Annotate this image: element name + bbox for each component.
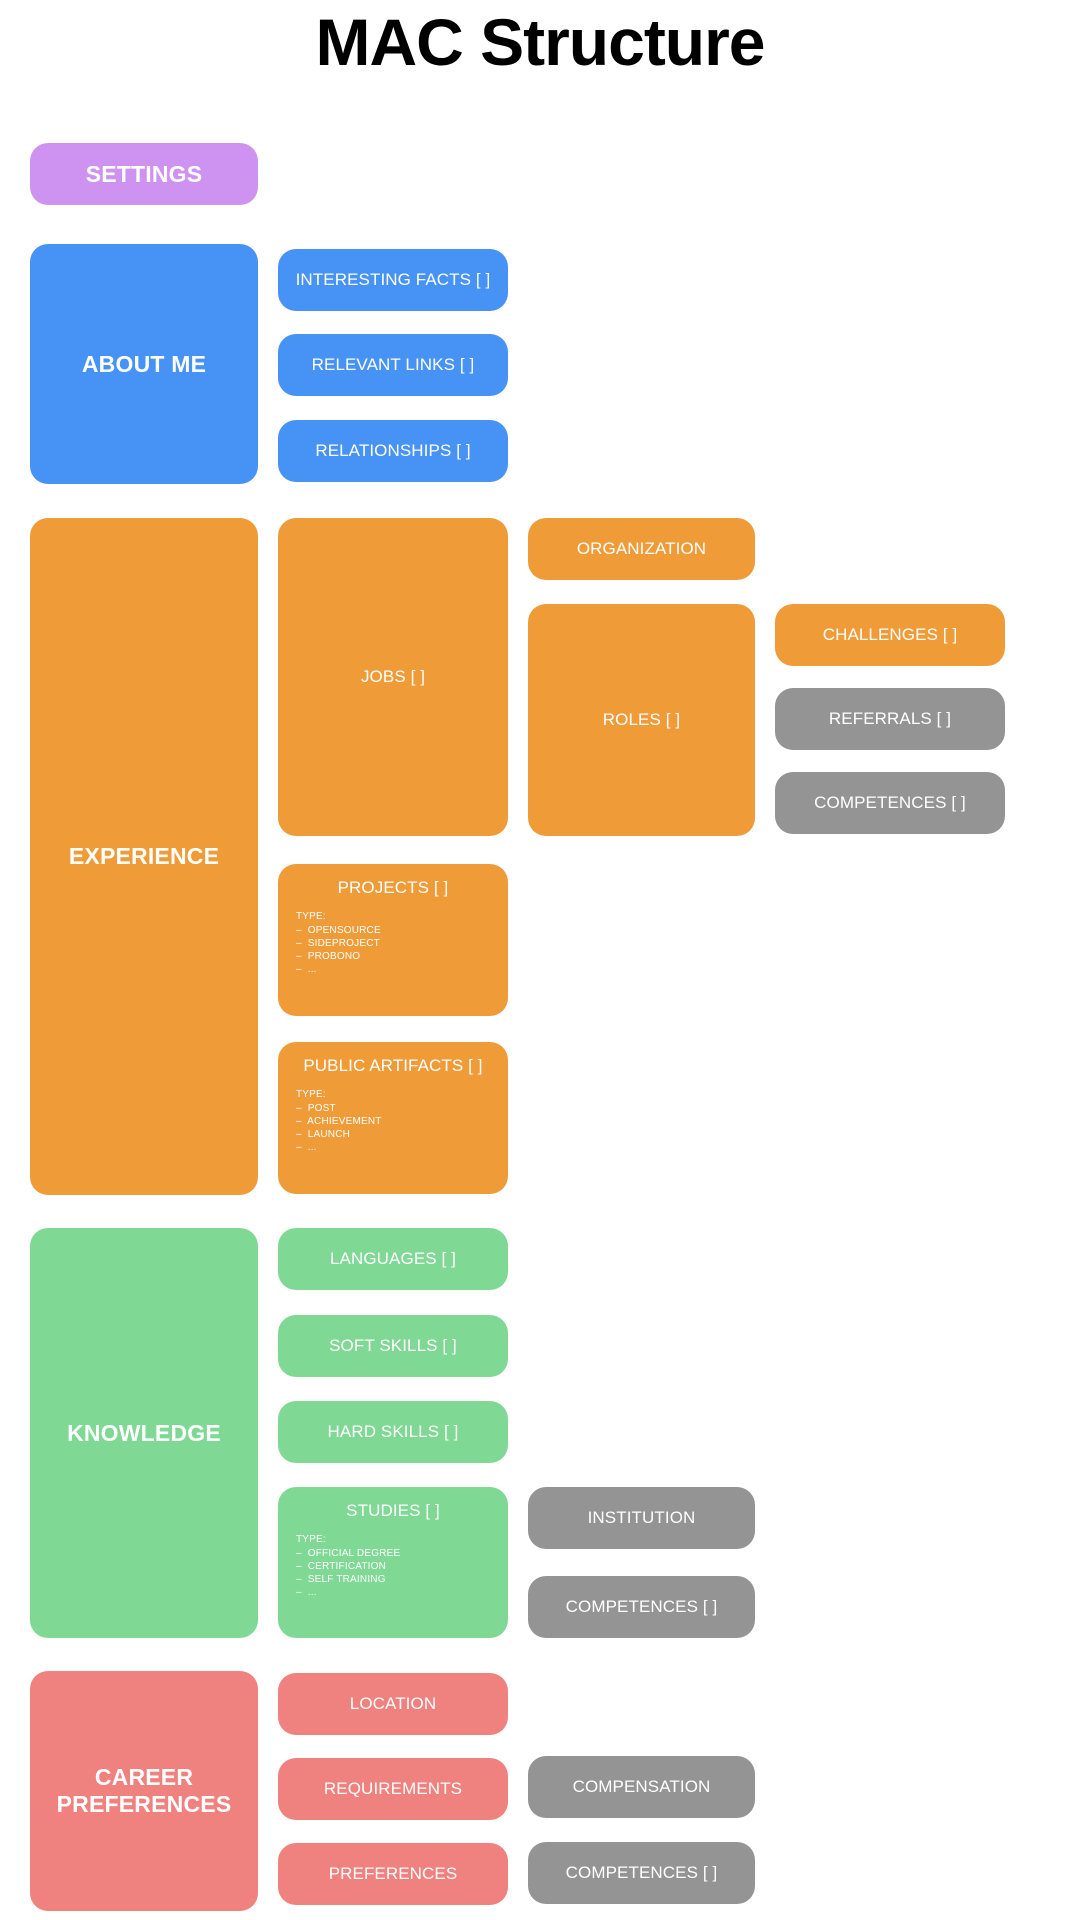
node-studies-type-list: TYPE: – OFFICIAL DEGREE – CERTIFICATION … <box>278 1533 508 1600</box>
node-soft-skills[interactable]: SOFT SKILLS [ ] <box>278 1315 508 1377</box>
node-requirements[interactable]: REQUIREMENTS <box>278 1758 508 1820</box>
node-languages[interactable]: LANGUAGES [ ] <box>278 1228 508 1290</box>
page-title: MAC Structure <box>315 5 765 79</box>
node-location[interactable]: LOCATION <box>278 1673 508 1735</box>
node-soft-skills-label: SOFT SKILLS [ ] <box>329 1336 457 1356</box>
type-item: – POST <box>296 1102 336 1114</box>
node-about-me-label: ABOUT ME <box>81 350 207 377</box>
node-studies[interactable]: STUDIES [ ] TYPE: – OFFICIAL DEGREE – CE… <box>278 1487 508 1638</box>
node-preferences[interactable]: PREFERENCES <box>278 1843 508 1905</box>
type-item: – ... <box>296 1587 317 1599</box>
node-competences-knowledge-label: COMPETENCES [ ] <box>565 1597 718 1617</box>
type-item: – PROBONO <box>296 951 361 963</box>
type-item: – OFFICIAL DEGREE <box>296 1547 401 1559</box>
node-experience-label: EXPERIENCE <box>68 843 220 870</box>
node-compensation[interactable]: COMPENSATION <box>528 1756 755 1818</box>
node-settings[interactable]: SETTINGS <box>30 143 258 205</box>
node-career-preferences-label-line2: PREFERENCES <box>56 1791 232 1817</box>
node-interesting-facts-label: INTERESTING FACTS [ ] <box>295 270 491 290</box>
node-languages-label: LANGUAGES [ ] <box>329 1249 456 1269</box>
node-relevant-links-label: RELEVANT LINKS [ ] <box>311 355 475 375</box>
node-roles-label: ROLES [ ] <box>602 710 681 730</box>
node-relationships[interactable]: RELATIONSHIPS [ ] <box>278 420 508 482</box>
node-career-preferences-label-line1: CAREER <box>94 1764 194 1791</box>
node-knowledge[interactable]: KNOWLEDGE <box>30 1228 258 1638</box>
type-item: – CERTIFICATION <box>296 1561 387 1573</box>
node-jobs[interactable]: JOBS [ ] <box>278 518 508 836</box>
node-organization[interactable]: ORGANIZATION <box>528 518 755 580</box>
type-item: – LAUNCH <box>296 1129 351 1141</box>
node-referrals[interactable]: REFERRALS [ ] <box>775 688 1005 750</box>
node-projects-label: PROJECTS [ ] <box>337 878 449 897</box>
node-roles[interactable]: ROLES [ ] <box>528 604 755 836</box>
node-projects-type-list: TYPE: – OPENSOURCE – SIDEPROJECT – PROBO… <box>278 910 508 977</box>
type-heading: TYPE: <box>296 910 326 922</box>
type-item: – OPENSOURCE <box>296 924 381 936</box>
node-public-artifacts[interactable]: PUBLIC ARTIFACTS [ ] TYPE: – POST – ACHI… <box>278 1042 508 1194</box>
node-competences-experience[interactable]: COMPETENCES [ ] <box>775 772 1005 834</box>
node-institution-label: INSTITUTION <box>587 1508 696 1528</box>
node-organization-label: ORGANIZATION <box>576 539 707 559</box>
node-studies-label: STUDIES [ ] <box>346 1501 440 1520</box>
node-public-artifacts-type-list: TYPE: – POST – ACHIEVEMENT – LAUNCH – ..… <box>278 1088 508 1155</box>
node-preferences-label: PREFERENCES <box>328 1864 458 1884</box>
type-heading: TYPE: <box>296 1088 326 1100</box>
node-experience[interactable]: EXPERIENCE <box>30 518 258 1195</box>
node-knowledge-label: KNOWLEDGE <box>67 1419 221 1446</box>
node-hard-skills-label: HARD SKILLS [ ] <box>327 1422 459 1442</box>
node-challenges-label: CHALLENGES [ ] <box>822 625 958 645</box>
node-career-preferences-label: CAREER PREFERENCES <box>30 1764 258 1817</box>
node-relationships-label: RELATIONSHIPS [ ] <box>315 441 471 461</box>
type-item: – SIDEPROJECT <box>296 938 380 950</box>
node-settings-label: SETTINGS <box>85 160 203 187</box>
node-referrals-label: REFERRALS [ ] <box>828 709 952 729</box>
node-relevant-links[interactable]: RELEVANT LINKS [ ] <box>278 334 508 396</box>
node-projects[interactable]: PROJECTS [ ] TYPE: – OPENSOURCE – SIDEPR… <box>278 864 508 1016</box>
type-item: – ACHIEVEMENT <box>296 1116 382 1128</box>
node-institution[interactable]: INSTITUTION <box>528 1487 755 1549</box>
node-competences-knowledge[interactable]: COMPETENCES [ ] <box>528 1576 755 1638</box>
node-competences-career-label: COMPETENCES [ ] <box>565 1863 718 1883</box>
type-item: – ... <box>296 1142 317 1154</box>
node-jobs-label: JOBS [ ] <box>360 667 426 687</box>
node-challenges[interactable]: CHALLENGES [ ] <box>775 604 1005 666</box>
node-interesting-facts[interactable]: INTERESTING FACTS [ ] <box>278 249 508 311</box>
node-competences-experience-label: COMPETENCES [ ] <box>814 793 966 813</box>
node-career-preferences[interactable]: CAREER PREFERENCES <box>30 1671 258 1911</box>
type-item: – SELF TRAINING <box>296 1574 386 1586</box>
node-hard-skills[interactable]: HARD SKILLS [ ] <box>278 1401 508 1463</box>
node-location-label: LOCATION <box>349 1694 437 1714</box>
node-compensation-label: COMPENSATION <box>572 1777 711 1797</box>
node-requirements-label: REQUIREMENTS <box>323 1779 463 1799</box>
node-about-me[interactable]: ABOUT ME <box>30 244 258 484</box>
type-heading: TYPE: <box>296 1533 326 1545</box>
node-competences-career[interactable]: COMPETENCES [ ] <box>528 1842 755 1904</box>
type-item: – ... <box>296 964 317 976</box>
node-public-artifacts-label: PUBLIC ARTIFACTS [ ] <box>303 1056 483 1075</box>
